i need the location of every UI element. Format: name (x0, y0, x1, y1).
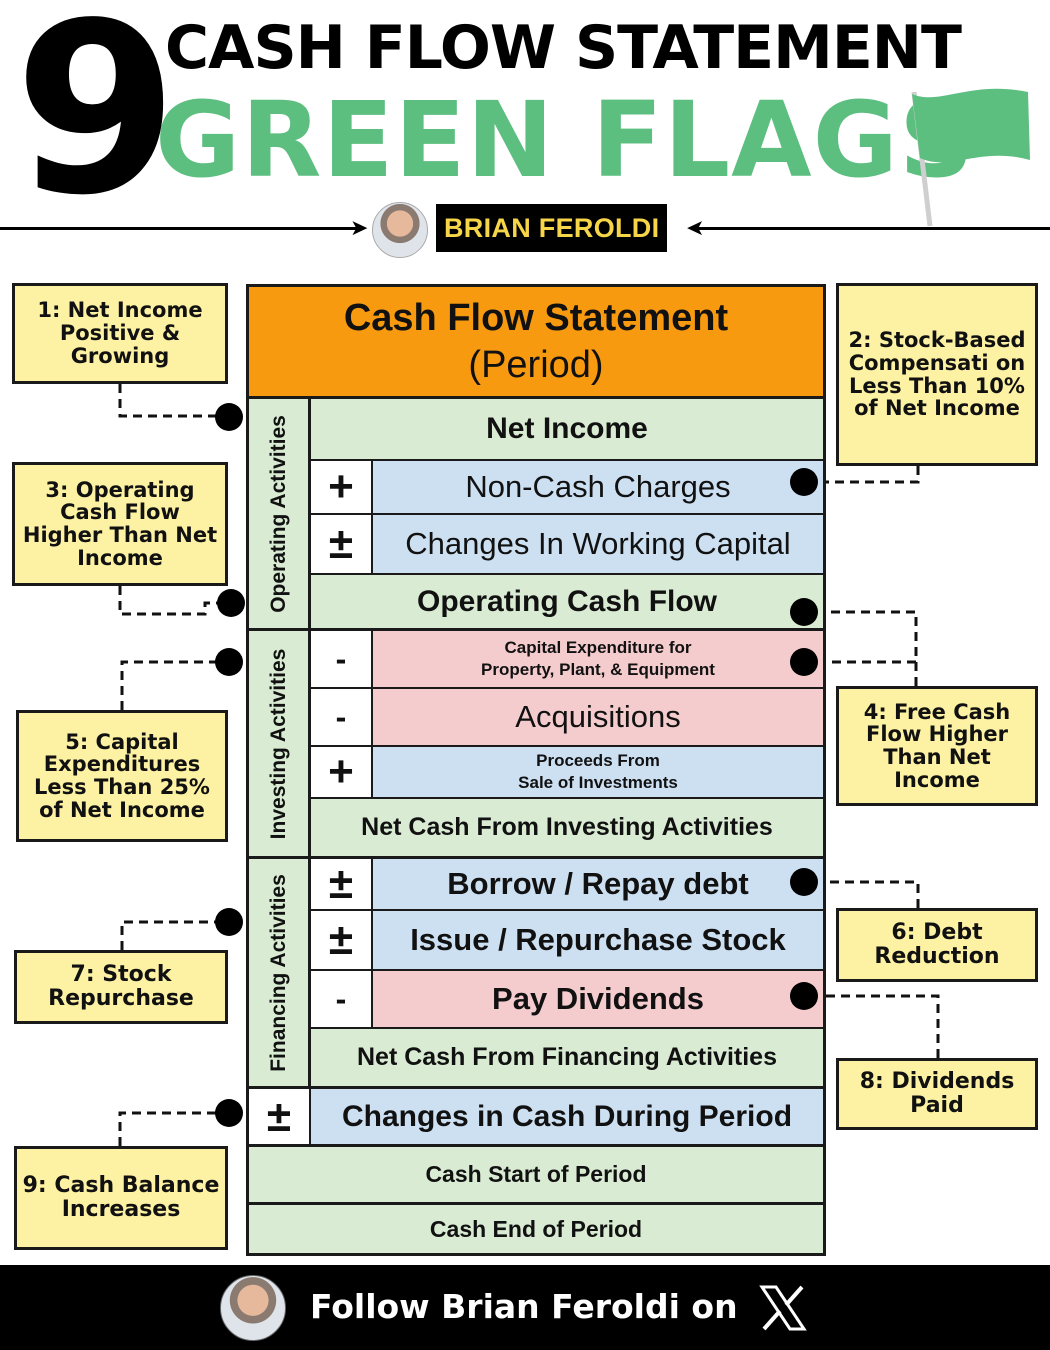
row-cash-end: Cash End of Period (249, 1205, 823, 1253)
capex-line2: Property, Plant, & Equipment (481, 660, 715, 679)
row-cash-start: Cash Start of Period (249, 1147, 823, 1205)
big-number-nine: 9 (14, 0, 178, 247)
callout-6: 6: Debt Reduction (836, 908, 1038, 982)
callout-9: 9: Cash Balance Increases (14, 1146, 228, 1250)
marker-dot-2 (790, 468, 818, 496)
connector-2 (804, 466, 920, 484)
section-financing: Financing Activities (249, 859, 311, 1089)
callout-1: 1: Net Income Positive & Growing (12, 283, 228, 384)
marker-dot-3 (217, 589, 245, 617)
sign-plus-minus: ± (311, 859, 373, 911)
sign-plus: + (311, 461, 373, 515)
marker-dot-8 (790, 982, 818, 1010)
section-operating-label: Operating Activities (266, 414, 290, 613)
follow-text: Follow Brian Feroldi on (310, 1287, 738, 1326)
marker-dot-4 (790, 598, 818, 626)
section-operating: Operating Activities (249, 399, 311, 631)
row-pay-dividends: Pay Dividends (373, 971, 823, 1029)
connector-9 (118, 1111, 228, 1146)
sign-minus: - (311, 971, 373, 1029)
connector-5 (120, 660, 228, 710)
connector-1 (118, 384, 228, 418)
row-net-investing: Net Cash From Investing Activities (311, 799, 823, 859)
section-investing-label: Investing Activities (266, 648, 290, 839)
left-arrow-line (0, 227, 358, 230)
connector-7 (120, 920, 228, 950)
row-capex: Capital Expenditure for Property, Plant,… (373, 631, 823, 689)
row-issue-repurchase-stock: Issue / Repurchase Stock (373, 911, 823, 971)
capex-line1: Capital Expenditure for (504, 637, 692, 657)
right-arrow-line (694, 227, 1050, 230)
page-subtitle: GREEN FLAGS (155, 79, 975, 201)
callout-7: 7: Stock Repurchase (14, 950, 228, 1024)
marker-dot-6 (790, 868, 818, 896)
row-proceeds: Proceeds From Sale of Investments (373, 747, 823, 799)
sign-plus-minus: ± (311, 911, 373, 971)
connector-8 (804, 994, 940, 1058)
row-acquisitions: Acquisitions (373, 689, 823, 747)
marker-dot-9 (215, 1099, 243, 1127)
row-net-income: Net Income (311, 399, 823, 461)
callout-2: 2: Stock-Based Compensati on Less Than 1… (836, 283, 1038, 466)
sign-plus-minus: ± (311, 515, 373, 575)
row-operating-cash-flow: Operating Cash Flow (311, 575, 823, 631)
row-borrow-repay-debt: Borrow / Repay debt (373, 859, 823, 911)
marker-dot-1 (215, 403, 243, 431)
section-financing-label: Financing Activities (266, 873, 290, 1072)
connector-3 (118, 586, 228, 616)
sign-minus: - (311, 631, 373, 689)
callout-3: 3: Operating Cash Flow Higher Than Net I… (12, 462, 228, 586)
page-title: CASH FLOW STATEMENT (165, 13, 962, 83)
sign-minus: - (311, 689, 373, 747)
callout-8: 8: Dividends Paid (836, 1058, 1038, 1130)
right-arrowhead-icon: ➤ (350, 215, 369, 240)
row-change-in-cash: Changes in Cash During Period (311, 1089, 823, 1147)
marker-dot-7 (215, 908, 243, 936)
sign-plus-minus: ± (249, 1089, 311, 1147)
row-working-capital: Changes In Working Capital (373, 515, 823, 575)
callout-5: 5: Capital Expenditures Less Than 25% of… (16, 710, 228, 842)
marker-dot-5a (215, 648, 243, 676)
connector-6 (804, 880, 920, 908)
table-header: Cash Flow Statement (Period) (249, 287, 823, 399)
footer: Follow Brian Feroldi on (0, 1265, 1050, 1350)
avatar (372, 202, 428, 258)
green-flag-icon (911, 88, 1030, 227)
sign-plus: + (311, 747, 373, 799)
avatar (220, 1275, 286, 1341)
marker-dot-5b (790, 648, 818, 676)
section-investing: Investing Activities (249, 631, 311, 859)
author-name: BRIAN FEROLDI (436, 204, 668, 252)
table-period: (Period) (468, 343, 604, 386)
proceeds-line1: Proceeds From (536, 750, 660, 770)
cash-flow-table: Cash Flow Statement (Period) Operating A… (246, 284, 826, 1256)
proceeds-line2: Sale of Investments (518, 773, 678, 792)
row-non-cash-charges: Non-Cash Charges (373, 461, 823, 515)
author-bar: ➤ BRIAN FEROLDI ➤ (0, 200, 1050, 258)
row-net-financing: Net Cash From Financing Activities (311, 1029, 823, 1089)
x-logo-icon[interactable] (758, 1283, 808, 1333)
table-title: Cash Flow Statement (343, 296, 729, 339)
callout-4: 4: Free Cash Flow Higher Than Net Income (836, 686, 1038, 806)
